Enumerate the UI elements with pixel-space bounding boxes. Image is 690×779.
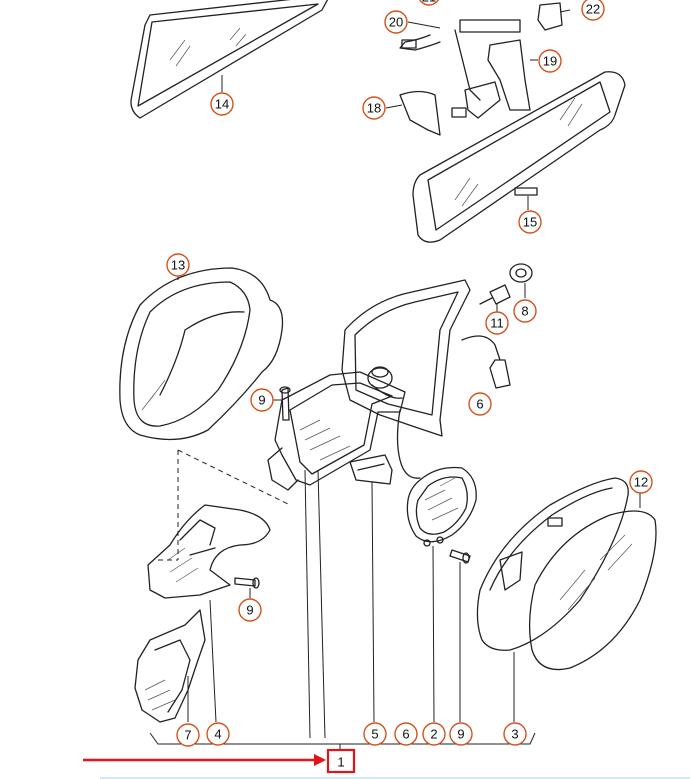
interior-mirror-part-15: [412, 71, 626, 243]
svg-text:18: 18: [367, 101, 381, 116]
svg-text:9: 9: [457, 727, 464, 742]
callout-20: 20: [384, 10, 408, 34]
svg-text:15: 15: [523, 215, 537, 230]
svg-text:14: 14: [215, 97, 229, 112]
callout-11: 11: [485, 311, 509, 335]
svg-text:6: 6: [402, 727, 409, 742]
callout-3: 3: [503, 722, 527, 746]
svg-text:13: 13: [171, 258, 185, 273]
svg-text:21: 21: [422, 0, 436, 5]
callout-9-bottom: 9: [449, 722, 473, 746]
svg-text:12: 12: [634, 475, 648, 490]
interior-mirror-part-14: [130, 0, 329, 119]
callout-1: 1: [337, 755, 344, 770]
housing-shell-part-7: [134, 609, 206, 723]
mirror-glass-part-12: [528, 492, 657, 671]
glass-carrier-part-3: [476, 477, 629, 651]
callout-6-base: 6: [468, 392, 492, 416]
callout-14: 14: [210, 92, 234, 116]
mirror-mount-parts: [385, 2, 571, 136]
svg-text:9: 9: [246, 603, 253, 618]
svg-text:9: 9: [258, 393, 265, 408]
svg-text:22: 22: [586, 2, 600, 17]
svg-text:1: 1: [337, 755, 344, 770]
callout-9-upper: 9: [250, 388, 274, 412]
mirror-housing-part-13: [119, 267, 284, 441]
screw-part-9-lower: [234, 577, 260, 598]
callout-8: 8: [513, 299, 537, 323]
callout-6-bottom: 6: [394, 722, 418, 746]
svg-text:11: 11: [490, 316, 504, 331]
housing-shell-part-4: [147, 504, 271, 599]
callout-5: 5: [363, 722, 387, 746]
adjuster-motor-part-2: [406, 466, 477, 547]
callout-15: 15: [518, 210, 542, 234]
callout-4: 4: [206, 722, 230, 746]
svg-text:8: 8: [521, 304, 528, 319]
highlight-arrow: [83, 754, 326, 766]
svg-text:2: 2: [430, 727, 437, 742]
leader-lines: [149, 469, 536, 752]
svg-text:19: 19: [543, 54, 557, 69]
svg-text:20: 20: [389, 15, 403, 30]
screw-part-9-motor: [449, 549, 471, 564]
bolt-part-11: [479, 284, 511, 312]
cap-part-8: [509, 263, 533, 298]
callout-22: 22: [581, 0, 605, 21]
highlight-box-part-1: [326, 748, 356, 774]
svg-text:3: 3: [511, 727, 518, 742]
callout-18: 18: [362, 96, 386, 120]
callout-19: 19: [538, 49, 562, 73]
callout-9-lower: 9: [238, 598, 262, 622]
callout-13: 13: [166, 253, 190, 277]
svg-text:6: 6: [476, 397, 483, 412]
callout-12: 12: [629, 470, 653, 494]
callout-7: 7: [176, 723, 200, 747]
svg-text:5: 5: [371, 727, 378, 742]
svg-text:7: 7: [184, 728, 191, 743]
svg-text:4: 4: [214, 727, 221, 742]
callout-2: 2: [422, 722, 446, 746]
dashed-guide-lines: [158, 449, 291, 561]
callout-21: 21: [418, 0, 440, 6]
mirror-bracket-assembly: [267, 366, 421, 491]
